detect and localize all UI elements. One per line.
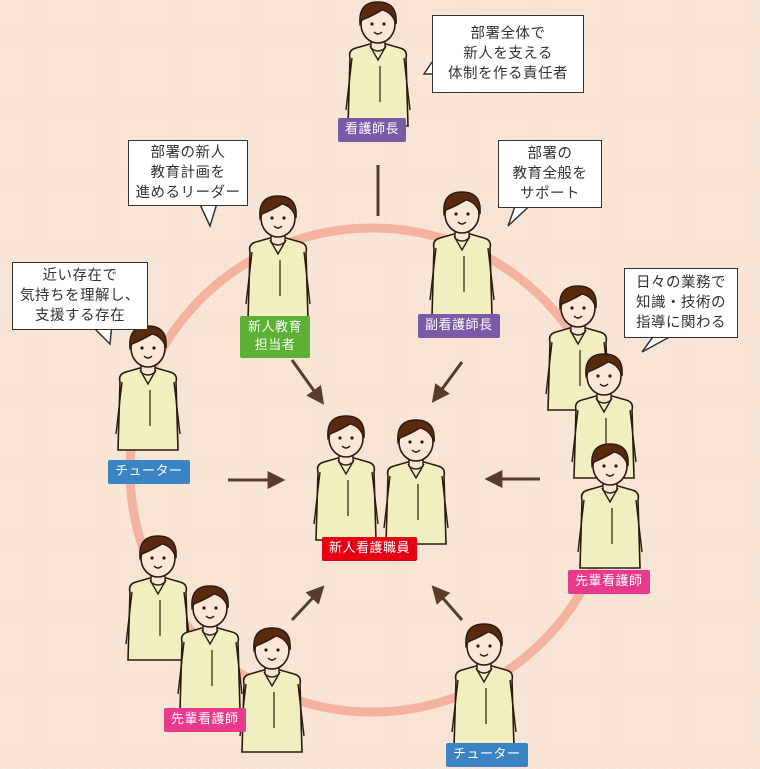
nurse-figure-icon [115, 1, 643, 753]
bubble-tutor: 近い存在で 気持ちを理解し、 支援する存在 [12, 262, 148, 330]
label-tutor-left: チューター [108, 460, 190, 484]
bubble-senior: 日々の業務で 知識・技術の 指導に関わる [624, 268, 738, 338]
bubble-deputy: 部署の 教育全般を サポート [498, 140, 602, 208]
label-senior-right: 先輩看護師 [568, 570, 650, 594]
label-deputy: 副看護師長 [418, 314, 500, 338]
label-tutor-bottom: チューター [446, 743, 528, 767]
label-educator: 新人教育 担当者 [240, 316, 311, 358]
label-new-staff: 新人看護職員 [322, 537, 418, 561]
arrow-icon [228, 359, 540, 622]
label-head-nurse: 看護師長 [338, 118, 407, 142]
bubble-educator: 部署の新人 教育計画を 進めるリーダー [128, 140, 248, 206]
label-senior-left: 先輩看護師 [164, 708, 246, 732]
bubble-head-nurse: 部署全体で 新人を支える 体制を作る責任者 [432, 15, 584, 93]
